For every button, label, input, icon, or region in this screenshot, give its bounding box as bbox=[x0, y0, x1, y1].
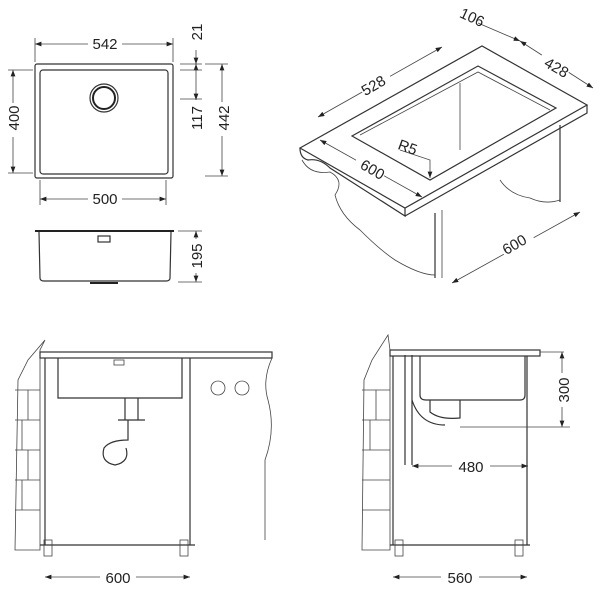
dim-442: 442 bbox=[216, 105, 233, 130]
dim-106: 106 bbox=[457, 5, 487, 31]
overflow-icon bbox=[97, 235, 111, 243]
dim-117: 117 bbox=[189, 106, 206, 130]
sink-bowl-front bbox=[57, 358, 183, 399]
dim-542: 542 bbox=[92, 36, 117, 53]
iso-view: 528 106 428 R5 600 600 bbox=[298, 5, 594, 284]
front-install-view: 600 bbox=[14, 339, 273, 587]
countertop-front bbox=[39, 351, 273, 359]
brick-wall-side bbox=[361, 333, 391, 551]
side-install-view: 300 480 560 bbox=[361, 333, 573, 587]
siphon-trap bbox=[102, 420, 129, 466]
dim-21: 21 bbox=[189, 24, 206, 41]
dim-400: 400 bbox=[6, 105, 23, 130]
dim-560: 560 bbox=[447, 570, 472, 587]
sink-bowl bbox=[39, 69, 169, 175]
side-view: 195 bbox=[35, 230, 206, 284]
drain-outer bbox=[89, 83, 119, 113]
dim-500: 500 bbox=[92, 191, 117, 208]
dim-600-front: 600 bbox=[105, 570, 130, 587]
dim-300: 300 bbox=[556, 377, 573, 402]
top-view: 542 500 400 21 117 442 bbox=[4, 24, 233, 208]
brick-wall bbox=[14, 339, 46, 551]
drain-icon bbox=[92, 86, 116, 110]
sink-bowl-side bbox=[419, 356, 526, 401]
sink-outer-rim bbox=[34, 63, 174, 179]
dim-195: 195 bbox=[189, 243, 206, 268]
dim-480: 480 bbox=[458, 459, 483, 476]
